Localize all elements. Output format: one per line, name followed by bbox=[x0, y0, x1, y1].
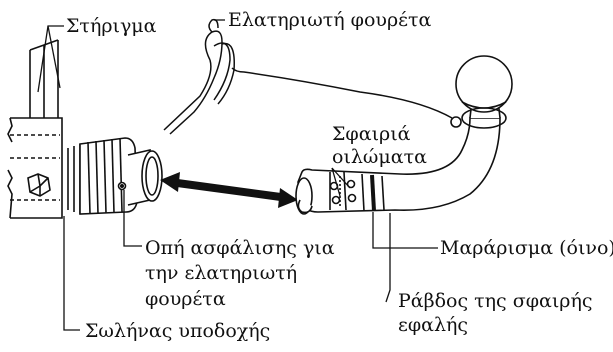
bracket-plate bbox=[7, 39, 63, 219]
spring-pin bbox=[163, 18, 453, 135]
label-ball-rod-line2: εφαλής bbox=[398, 314, 469, 336]
label-bracket: Στήριγμα bbox=[66, 15, 157, 37]
leader-lines bbox=[37, 19, 438, 331]
receiver-tube bbox=[67, 137, 163, 215]
label-lock-hole-line3: φουρέτα bbox=[145, 288, 226, 310]
label-ball-rod-line1: Ράβδος της σφαιρής bbox=[398, 290, 593, 312]
label-lock-hole-line2: την ελατηριωτή bbox=[145, 262, 298, 284]
label-ball-grooves-line1: Σφαιριά bbox=[332, 123, 411, 145]
label-lock-hole-line1: Οπή ασφάλισης για bbox=[145, 237, 335, 259]
label-marking: Μαράρισμα (όινο) bbox=[440, 237, 613, 259]
insertion-arrow bbox=[160, 172, 298, 208]
label-spring-pin: Ελατηριωτή φουρέτα bbox=[228, 9, 432, 31]
label-ball-grooves-line2: οιλώματα bbox=[332, 146, 427, 168]
label-receiver-tube: Σωλήνας υποδοχής bbox=[85, 320, 271, 342]
ball-rod bbox=[295, 55, 513, 215]
